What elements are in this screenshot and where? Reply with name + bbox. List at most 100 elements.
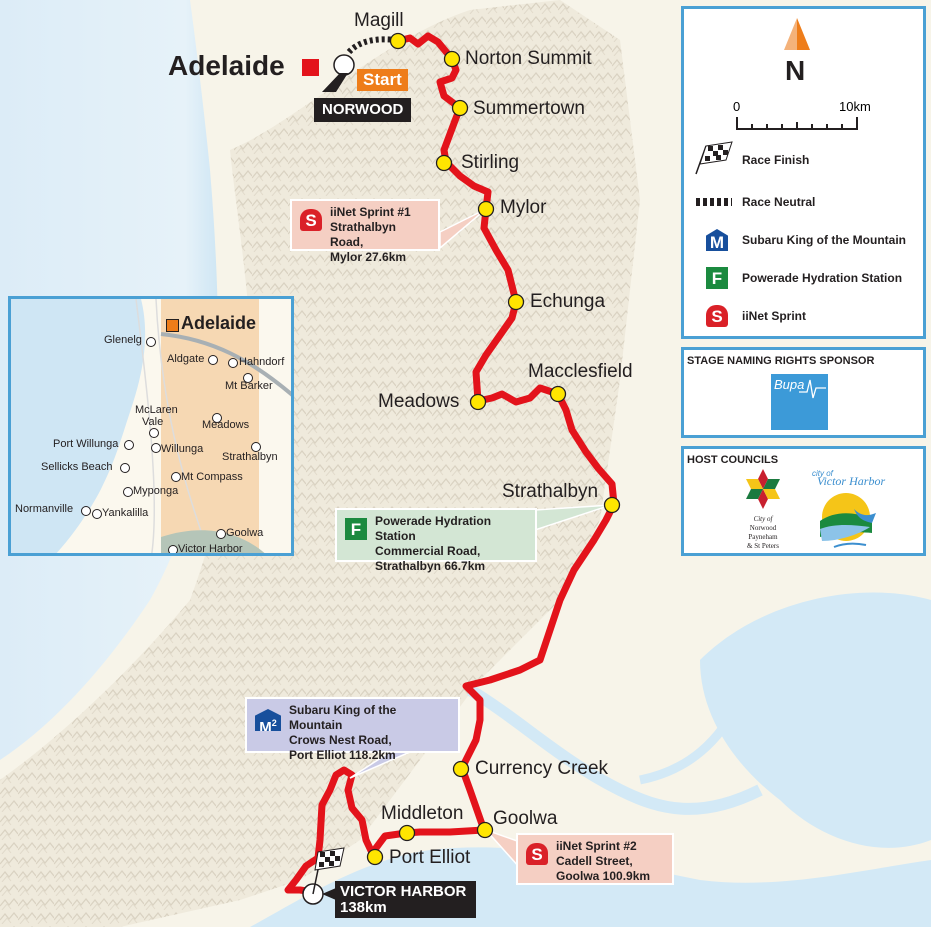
- place-dot-icon: [149, 428, 159, 438]
- callout-kom: M2 Subaru King of the Mountain Crows Nes…: [245, 697, 460, 762]
- place-dot-icon: [123, 487, 133, 497]
- sprint-icon: S: [300, 209, 322, 231]
- city-label-adelaide: Adelaide: [168, 50, 285, 81]
- inset-place-normanville: Normanville: [15, 503, 74, 515]
- norwood-line-1: City of: [753, 515, 773, 523]
- callout-road: Strathalbyn Road,: [330, 220, 397, 249]
- finish-flag-icon: [314, 847, 345, 871]
- legend-panel: N 0 10km Race Finish Race Neutral M Suba…: [681, 6, 926, 339]
- inset-place-victor-harbor: Victor Harbor: [178, 543, 243, 555]
- inset-place-mt-compass: Mt Compass: [181, 471, 243, 483]
- sprint-icon: S: [706, 305, 728, 327]
- place-dot-icon: [146, 337, 156, 347]
- town-label-mylor: Mylor: [500, 197, 547, 218]
- lake-alexandrina: [700, 592, 931, 848]
- callout-distance: Goolwa 100.9km: [556, 869, 651, 883]
- town-label-norton-summit: Norton Summit: [465, 48, 592, 69]
- norwood-line-3: Payneham: [748, 533, 778, 541]
- scale-bar: [736, 117, 858, 130]
- legend-label: iiNet Sprint: [742, 309, 807, 323]
- inset-place-meadows: Meadows: [202, 419, 250, 431]
- mountain-icon-letter: M: [259, 719, 272, 736]
- norwood-line-4: & St Peters: [747, 542, 779, 550]
- host-councils-panel: HOST COUNCILS City of Norwood Payneham &…: [681, 446, 926, 556]
- race-route: [284, 32, 618, 896]
- sprint-icon: S: [526, 843, 548, 865]
- inset-place-sellicks-beach: Sellicks Beach: [41, 461, 113, 473]
- sponsor-panel: STAGE NAMING RIGHTS SPONSOR Bupa: [681, 347, 926, 438]
- callout-road: Commercial Road,: [375, 544, 481, 558]
- town-label-goolwa: Goolwa: [493, 808, 558, 829]
- inset-place-mclaren: McLaren: [135, 404, 178, 416]
- callout-distance: Strathalbyn 66.7km: [375, 559, 486, 573]
- legend-item-sprint: S iiNet Sprint: [696, 305, 806, 327]
- hills-relief: [0, 0, 640, 927]
- place-dot-icon: [243, 373, 253, 383]
- inset-place-willunga: Willunga: [161, 443, 204, 455]
- legend-label: Race Neutral: [742, 195, 816, 209]
- north-label: N: [785, 55, 806, 86]
- mountain-icon: M2: [255, 709, 281, 731]
- place-dot-icon: [92, 509, 102, 519]
- callout-title: iiNet Sprint #1: [330, 205, 411, 219]
- finish-label: VICTOR HARBOR 138km: [335, 881, 477, 918]
- town-label-meadows: Meadows: [378, 391, 460, 412]
- callout-sprint-2: S iiNet Sprint #2 Cadell Street, Goolwa …: [516, 833, 674, 885]
- town-label-stirling: Stirling: [461, 152, 520, 173]
- north-arrow-icon: [784, 18, 810, 50]
- norwood-council-name: City of Norwood Payneham & St Peters: [736, 515, 790, 551]
- scale-end: 10km: [839, 99, 871, 114]
- scale-start: 0: [733, 99, 741, 114]
- place-dot-icon: [81, 506, 91, 516]
- place-dot-icon: [120, 463, 130, 473]
- callout-distance: Port Elliot 118.2km: [289, 748, 396, 762]
- legend-item-kom: M Subaru King of the Mountain: [696, 229, 906, 251]
- inset-place-strathalbyn: Strathalbyn: [222, 451, 278, 463]
- inset-city-marker-icon: [166, 319, 179, 332]
- sponsor-title: STAGE NAMING RIGHTS SPONSOR: [687, 355, 875, 367]
- callout-title: iiNet Sprint #2: [556, 839, 637, 853]
- inset-place-hahndorf: Hahndorf: [239, 356, 285, 368]
- hydration-icon: F: [706, 267, 728, 289]
- callout-distance: Mylor 27.6km: [330, 250, 407, 264]
- checkered-flag-icon: [695, 141, 733, 175]
- bupa-logo: Bupa: [771, 374, 828, 430]
- legend-label: Race Finish: [742, 153, 810, 167]
- inset-map: Adelaide Glenelg Aldgate Hahndorf Mt Bar…: [8, 296, 294, 556]
- place-dot-icon: [228, 358, 238, 368]
- legend-item-hydration: F Powerade Hydration Station: [696, 267, 902, 289]
- place-dot-icon: [251, 442, 261, 452]
- river-channel: [466, 684, 763, 815]
- city-marker-icon: [302, 59, 319, 76]
- start-pointer: [322, 73, 348, 92]
- callout-sprint-1: S iiNet Sprint #1 Strathalbyn Road, Mylo…: [290, 199, 440, 264]
- place-dot-icon: [168, 545, 178, 553]
- place-dot-icon: [208, 355, 218, 365]
- victor-harbor-name: Victor Harbor: [817, 474, 886, 488]
- inset-place-myponga: Myponga: [133, 485, 179, 497]
- heartbeat-icon: [799, 379, 826, 399]
- legend-label: Subaru King of the Mountain: [742, 233, 906, 247]
- callout-road: Crows Nest Road,: [289, 733, 392, 747]
- start-marker: [333, 54, 355, 76]
- sprint1-pointer: [439, 208, 487, 250]
- mountain-icon-sup: 2: [271, 718, 277, 728]
- inset-place-aldgate: Aldgate: [167, 353, 205, 365]
- callout-road: Cadell Street,: [556, 854, 633, 868]
- town-label-strathalbyn: Strathalbyn: [502, 481, 599, 502]
- town-label-currency-creek: Currency Creek: [475, 758, 609, 779]
- town-label-middleton: Middleton: [381, 803, 464, 824]
- norwood-logo-icon: [746, 469, 780, 509]
- place-dot-icon: [212, 413, 222, 423]
- start-location-label: NORWOOD: [314, 98, 412, 122]
- inset-place-glenelg: Glenelg: [104, 334, 142, 346]
- town-label-port-elliot: Port Elliot: [389, 847, 471, 868]
- inset-place-mt-barker: Mt Barker: [225, 380, 273, 392]
- finish-town: VICTOR HARBOR: [340, 883, 467, 900]
- victor-harbor-small: city of: [812, 469, 833, 478]
- inset-place-port-willunga: Port Willunga: [53, 438, 119, 450]
- town-label-magill: Magill: [354, 10, 404, 31]
- host-councils-title: HOST COUNCILS: [687, 454, 779, 466]
- finish-distance: 138km: [340, 899, 387, 916]
- callout-title: Subaru King of the Mountain: [289, 703, 397, 732]
